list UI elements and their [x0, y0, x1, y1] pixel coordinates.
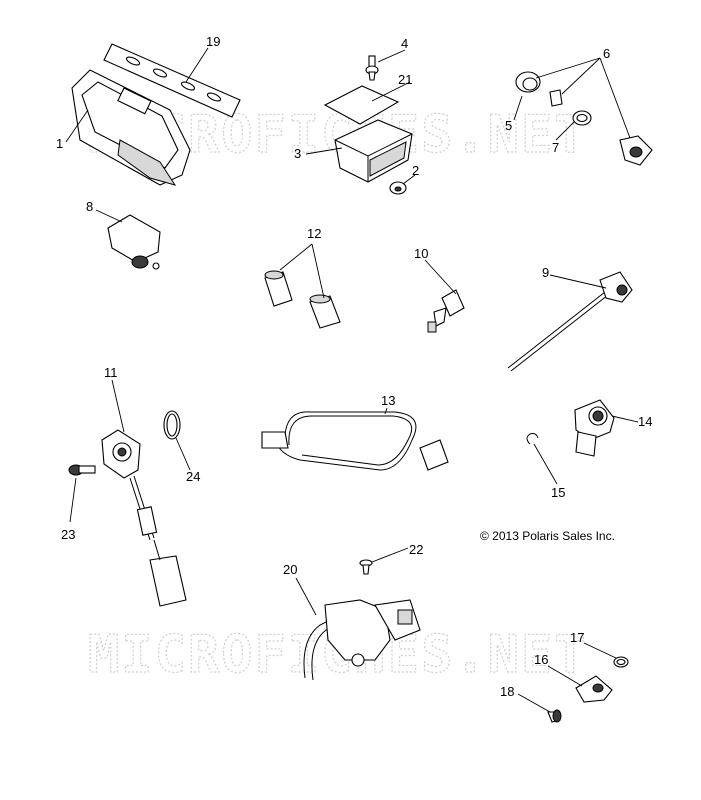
part-10-temp-sensor	[427, 289, 465, 333]
callout-1: 1	[56, 136, 63, 151]
callout-15: 15	[551, 485, 565, 500]
part-8-map-sensor	[107, 214, 161, 270]
part-12-plugs	[264, 270, 341, 329]
callout-10: 10	[414, 246, 428, 261]
part-23-bolt	[68, 464, 96, 476]
callout-4: 4	[401, 36, 408, 51]
callout-6: 6	[603, 46, 610, 61]
part-21-pad	[323, 85, 400, 125]
part-24-o-ring	[163, 410, 181, 440]
callout-9: 9	[542, 265, 549, 280]
callout-17: 17	[570, 630, 584, 645]
part-18-bolt	[547, 709, 562, 723]
callout-3: 3	[294, 146, 301, 161]
part-3-module	[334, 119, 413, 183]
callout-13: 13	[381, 393, 395, 408]
copyright-notice: © 2013 Polaris Sales Inc.	[480, 529, 615, 543]
callout-7: 7	[552, 140, 559, 155]
callout-12: 12	[307, 226, 321, 241]
callout-14: 14	[638, 414, 652, 429]
part-17-o-ring	[613, 656, 629, 668]
callout-2: 2	[412, 163, 419, 178]
callout-21: 21	[398, 72, 412, 87]
callout-24: 24	[186, 469, 200, 484]
part-16-sensor	[575, 675, 613, 703]
callout-19: 19	[206, 34, 220, 49]
part-11-tps	[101, 429, 187, 607]
callout-18: 18	[500, 684, 514, 699]
callout-22: 22	[409, 542, 423, 557]
callout-8: 8	[86, 199, 93, 214]
part-5-sensor-cap	[515, 71, 541, 93]
callout-5: 5	[505, 118, 512, 133]
part-13-harness	[261, 411, 449, 471]
leader-lines	[65, 47, 639, 713]
part-19-bracket	[103, 43, 241, 118]
part-6-sensor	[619, 135, 653, 166]
part-6-clip	[549, 89, 563, 107]
part-1-ecu	[71, 69, 191, 186]
part-9-probe	[507, 271, 633, 372]
part-15-clip	[526, 433, 539, 445]
callout-20: 20	[283, 562, 297, 577]
callout-11: 11	[104, 365, 118, 380]
part-2-grommet	[389, 181, 407, 195]
part-20-valve	[303, 599, 421, 681]
part-22-screw	[359, 559, 373, 575]
callout-16: 16	[534, 652, 548, 667]
part-14-knock-sensor	[574, 399, 615, 457]
callout-23: 23	[61, 527, 75, 542]
part-4-screw	[365, 55, 379, 81]
part-7-o-ring	[572, 110, 592, 126]
